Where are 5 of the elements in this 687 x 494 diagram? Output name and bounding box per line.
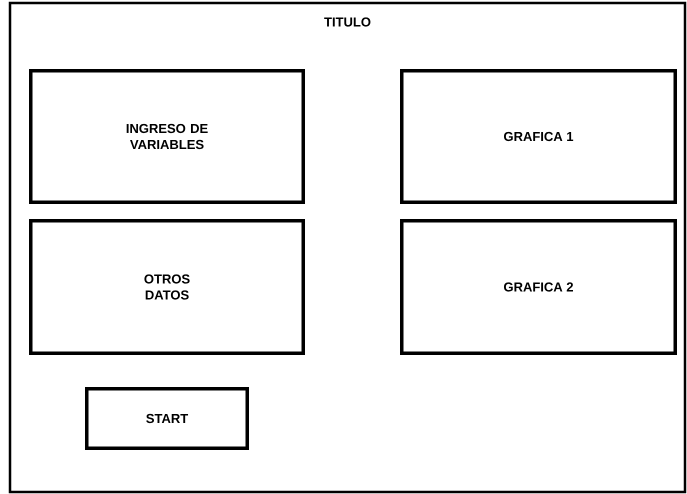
panel-box: OTROS DATOS [29, 219, 305, 355]
panel-box: GRAFICA 2 [400, 219, 677, 355]
panel-box: GRAFICA 1 [400, 69, 677, 204]
panel-box: START [85, 386, 249, 450]
panel-box: INGRESO DE VARIABLES [29, 69, 305, 204]
